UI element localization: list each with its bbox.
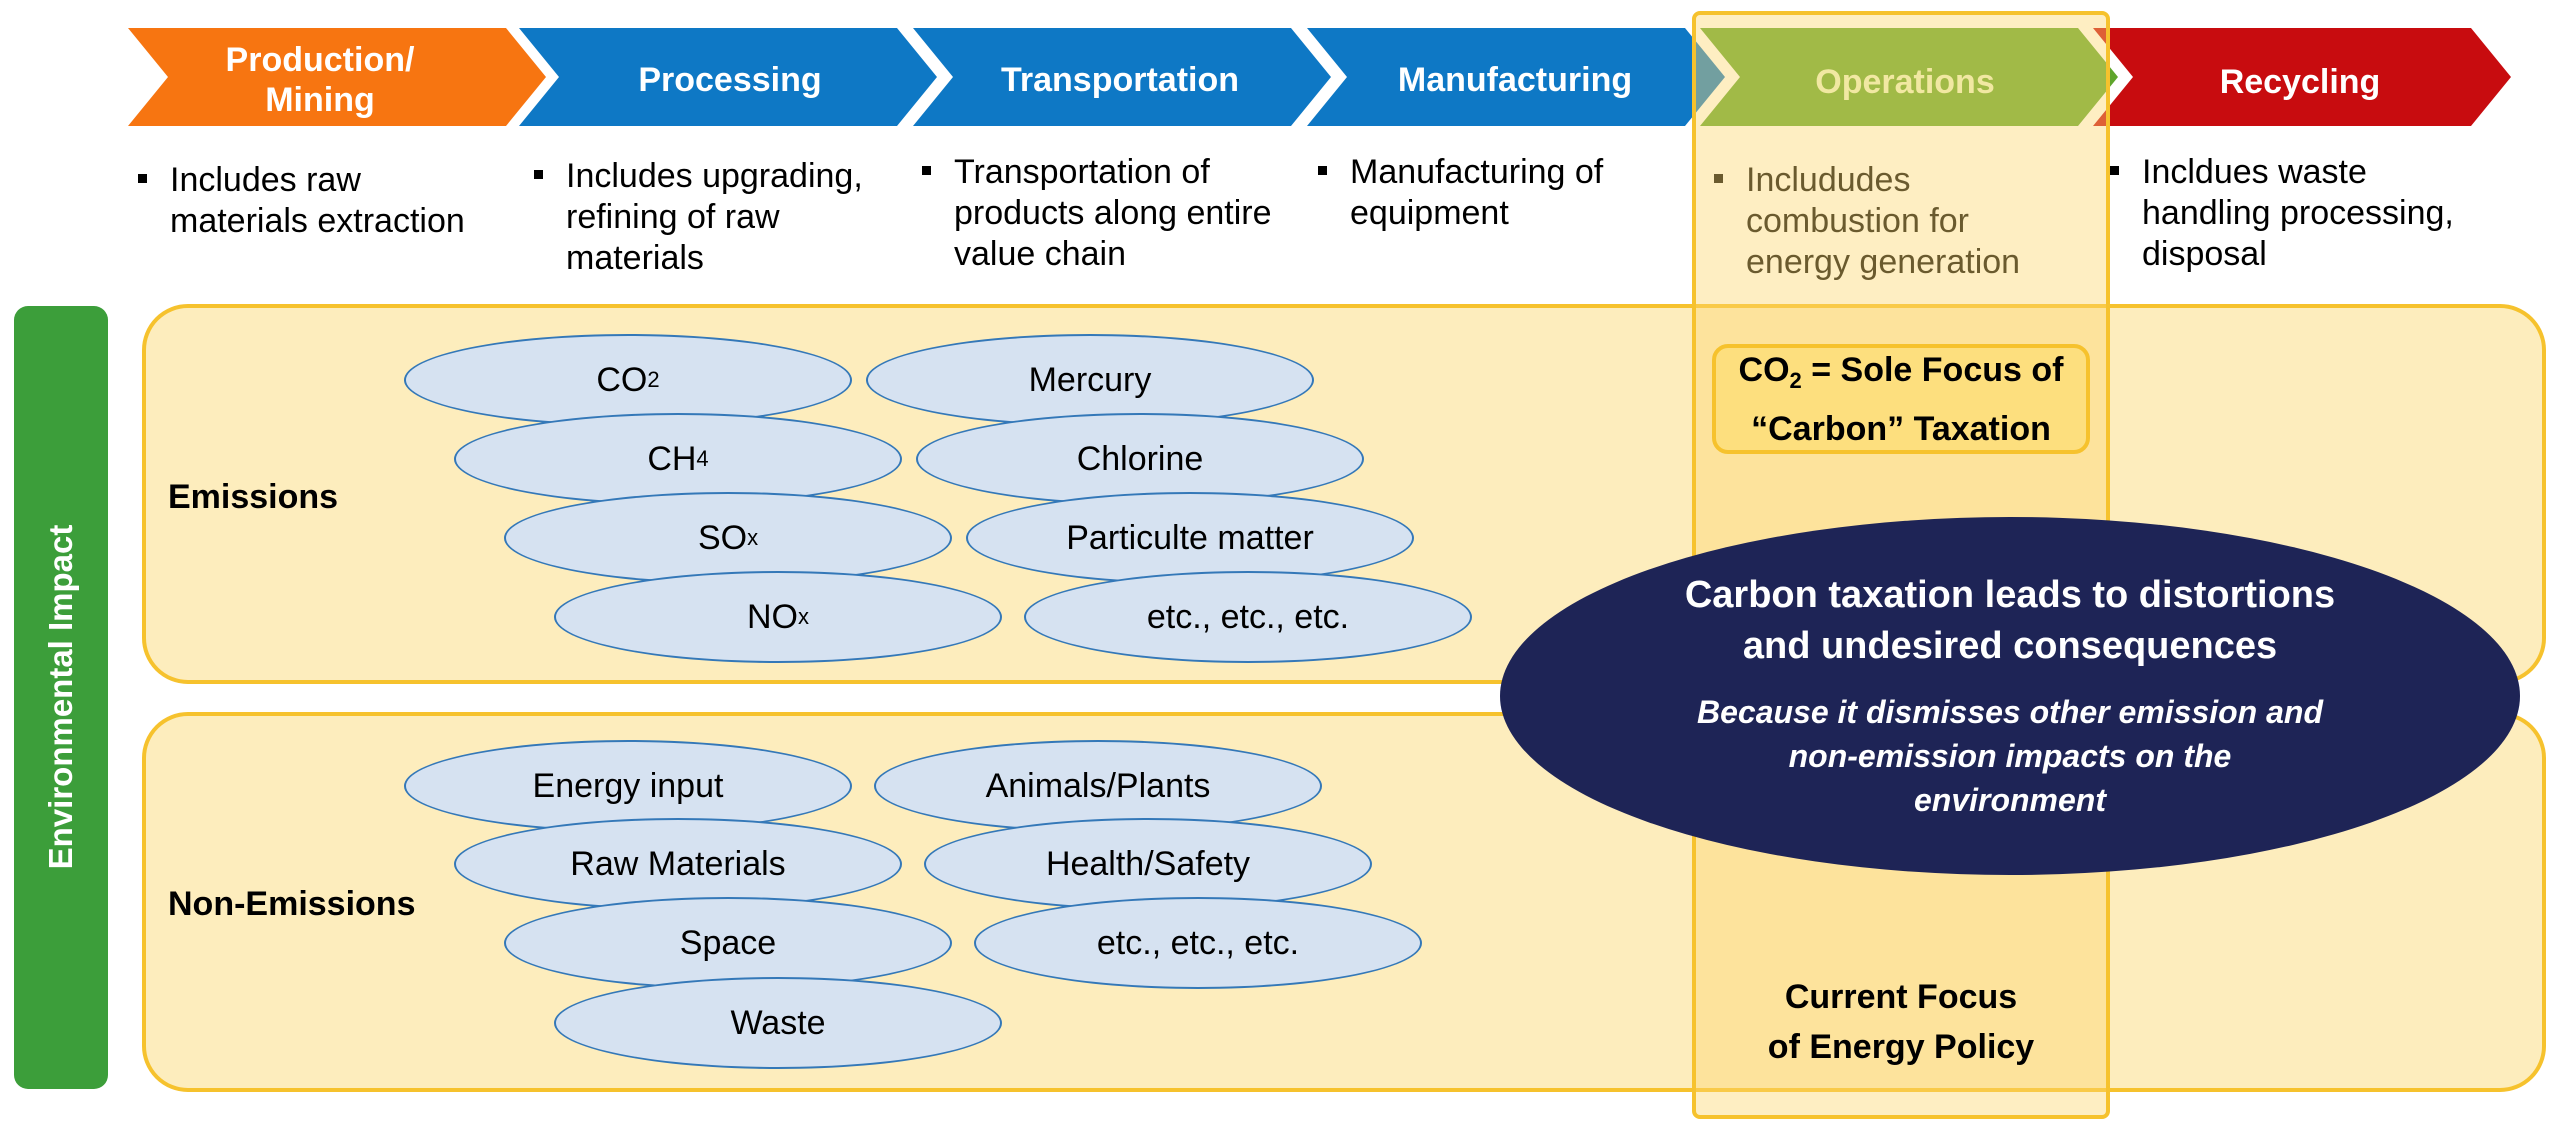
stage-label-processing: Processing bbox=[638, 61, 822, 99]
co2-box-line2: “Carbon” Taxation bbox=[1751, 409, 2051, 448]
bullet-manufacturing: Manufacturing of equipment bbox=[1318, 152, 1678, 234]
stage-label-operations: Operations bbox=[1815, 63, 1995, 101]
carbon-taxation-callout: Carbon taxation leads to distortions and… bbox=[1500, 517, 2520, 875]
emission-oval-chlorine: Chlorine bbox=[916, 413, 1364, 505]
bullet-transportation: Transportation of products along entire … bbox=[922, 152, 1322, 275]
bullet-recycling: Incldues waste handling processing, disp… bbox=[2110, 152, 2490, 275]
chevron-transportation bbox=[913, 28, 1331, 126]
non-emission-oval-raw-materials: Raw Materials bbox=[454, 818, 902, 910]
stage-label-recycling: Recycling bbox=[2219, 63, 2381, 101]
current-focus-label: Current Focus of Energy Policy bbox=[1767, 978, 2035, 1066]
emissions-label: Emissions bbox=[168, 478, 339, 516]
stage-label-production-mining: Production/ Mining bbox=[225, 41, 415, 119]
co2-box-line1: CO2 = Sole Focus of bbox=[1738, 350, 2064, 393]
value-chain-chevrons bbox=[128, 28, 2511, 126]
environmental-impact-bar bbox=[14, 306, 108, 1089]
non-emission-oval-etc: etc., etc., etc. bbox=[974, 897, 1422, 989]
chevron-recycling bbox=[2093, 28, 2511, 126]
stage-label-manufacturing: Manufacturing bbox=[1397, 61, 1633, 99]
emission-oval-etc: etc., etc., etc. bbox=[1024, 571, 1472, 663]
callout-subtitle: Because it dismisses other emission and … bbox=[1696, 694, 2323, 818]
stage-label-transportation: Transportation bbox=[1000, 61, 1240, 99]
co2-sole-focus-box: CO2 = Sole Focus of “Carbon” Taxation bbox=[1712, 344, 2090, 454]
chevron-manufacturing bbox=[1307, 28, 1725, 126]
non-emission-oval-health-safety: Health/Safety bbox=[924, 818, 1372, 910]
non-emissions-label: Non-Emissions bbox=[168, 885, 416, 923]
callout-title: Carbon taxation leads to distortions and… bbox=[1684, 574, 2336, 667]
bullet-processing: Includes upgrading, refining of raw mate… bbox=[534, 156, 914, 279]
bullet-production-mining: Includes raw materials extraction bbox=[138, 160, 498, 242]
chevron-production-mining bbox=[128, 28, 546, 126]
non-emission-oval-space: Space bbox=[504, 897, 952, 989]
environmental-impact-label: Environmental Impact bbox=[42, 524, 79, 870]
non-emission-oval-waste: Waste bbox=[554, 977, 1002, 1069]
chevron-processing bbox=[519, 28, 937, 126]
emission-oval-particulate-matter: Particulte matter bbox=[966, 492, 1414, 584]
bullet-operations: Includudes combustion for energy generat… bbox=[1714, 160, 2054, 283]
chevron-operations bbox=[1700, 28, 2118, 126]
emission-oval-mercury: Mercury bbox=[866, 334, 1314, 426]
non-emission-oval-energy-input: Energy input bbox=[404, 740, 852, 832]
